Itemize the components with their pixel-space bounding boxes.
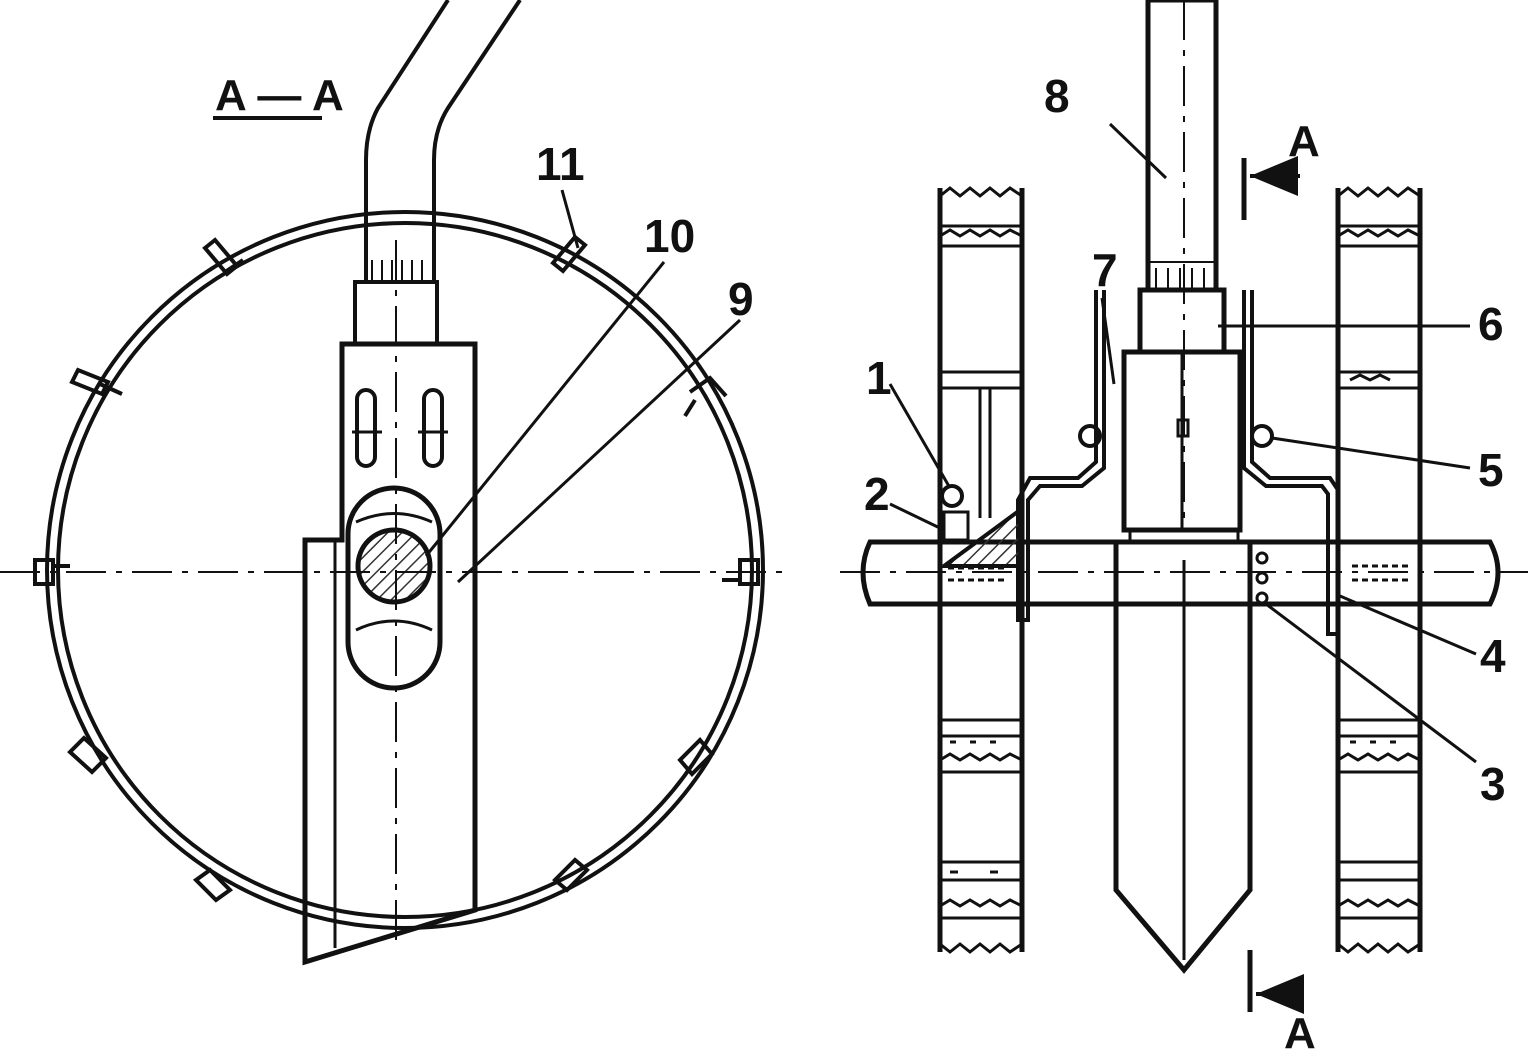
lug [722, 558, 760, 586]
lug [33, 558, 70, 586]
lug [202, 237, 245, 277]
section-title: A — A [215, 71, 344, 120]
rivet [1255, 551, 1269, 565]
right-wheel-band [1335, 186, 1423, 954]
bolt-right [1250, 424, 1274, 448]
leader-10 [424, 261, 666, 557]
leader-11 [560, 189, 580, 249]
leader-3 [1265, 602, 1477, 764]
wheel-spoke [978, 388, 992, 518]
axle-section [355, 527, 433, 605]
leader-5 [1271, 436, 1471, 470]
section-mark-bottom: A [1284, 1009, 1316, 1058]
fitting-clamp [942, 510, 970, 542]
section-mark-top: A [1288, 117, 1320, 166]
rivet [1255, 571, 1269, 585]
lug [69, 367, 123, 397]
callout-9: 9 [728, 273, 754, 325]
adjust-slot-right [422, 388, 444, 468]
callout-3: 3 [1480, 758, 1506, 810]
axle-slot [345, 485, 443, 691]
leader-9 [456, 318, 742, 584]
handle-tube [1145, 0, 1219, 293]
section-view-a-a: A — A [0, 0, 790, 966]
holder-pin [1176, 418, 1190, 438]
frame-bracket-right [1242, 290, 1340, 636]
tube-socket-front [1137, 287, 1227, 355]
frame-bracket-left [1016, 290, 1106, 622]
axle [860, 539, 1501, 607]
lug [67, 735, 109, 775]
left-hub-weld [948, 566, 1008, 582]
front-view [840, 0, 1528, 1014]
callout-8: 8 [1044, 70, 1070, 122]
wheel-rim-outer [45, 210, 765, 930]
leader-8 [1108, 122, 1168, 180]
blade-clamp [1128, 528, 1240, 544]
rivet [1255, 591, 1269, 605]
callout-10: 10 [644, 210, 695, 262]
tube-weld-marks [371, 260, 423, 280]
handle-tube-left-edge [364, 0, 450, 282]
leader-7 [1100, 297, 1116, 385]
callout-2: 2 [864, 468, 890, 520]
opener-blade [302, 341, 478, 966]
leader-4 [1339, 594, 1477, 656]
leader-1 [888, 383, 952, 489]
bolt-left [1078, 424, 1102, 448]
callout-7: 7 [1092, 244, 1118, 296]
lug [550, 234, 588, 274]
callout-1: 1 [866, 352, 892, 404]
lug [683, 375, 728, 418]
wedge-fitting [937, 506, 1022, 568]
fitting-bolt [940, 484, 964, 508]
lug [677, 737, 715, 777]
wheel-rim-inner [56, 221, 754, 919]
left-wheel-band [937, 186, 1025, 954]
lug [552, 857, 590, 893]
leader-2 [889, 502, 945, 532]
callout-6: 6 [1478, 298, 1504, 350]
callout-5: 5 [1478, 444, 1504, 496]
wheel-lugs [33, 234, 760, 903]
adjust-slot-left [355, 388, 377, 468]
axle-slot-washer [355, 512, 433, 632]
callout-4: 4 [1480, 630, 1506, 682]
tube-weld [1150, 261, 1214, 288]
handle-tube-right-edge [432, 0, 522, 282]
callout-11: 11 [536, 138, 585, 190]
axle-weld [1352, 564, 1412, 582]
lug [192, 867, 234, 903]
